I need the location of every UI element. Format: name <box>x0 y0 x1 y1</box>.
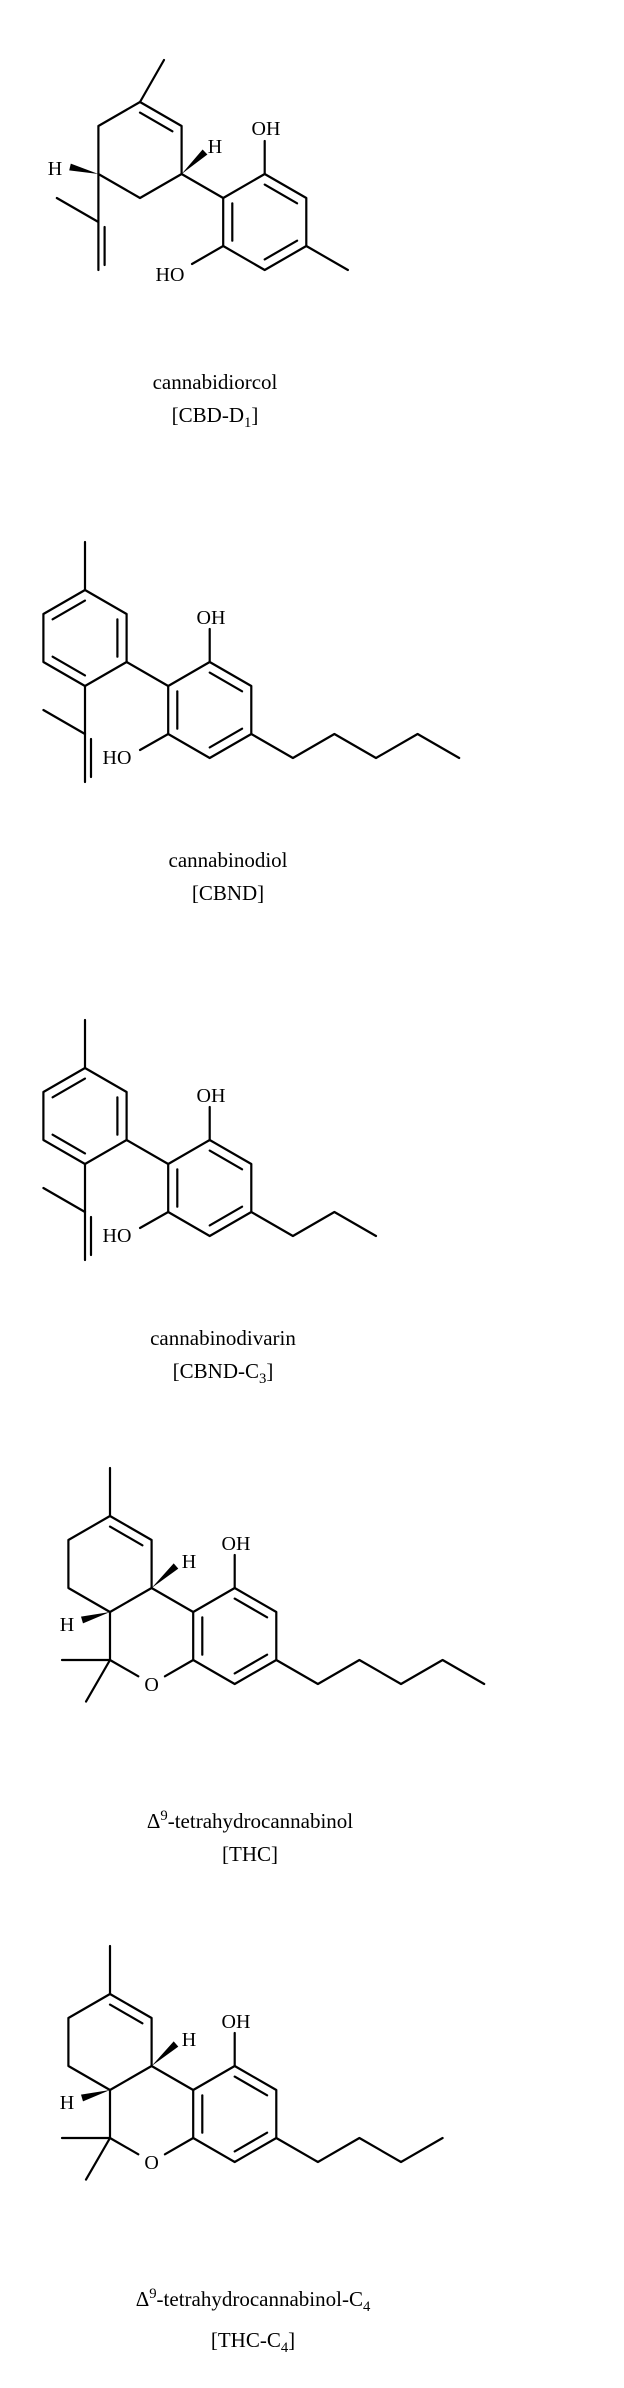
h-label: H <box>182 1551 196 1573</box>
compound-caption: cannabinodivarin [CBND-C3] <box>0 1322 446 1396</box>
compound-name: cannabinodivarin <box>150 1326 296 1350</box>
compound-caption: Δ9-tetrahydrocannabinol [THC] <box>0 1800 500 1871</box>
structure-thc: OH O H H <box>60 1466 486 1703</box>
compound-panel-thc: OH O H H Δ9-tetrahydrocannabinol [THC] <box>0 1434 624 1912</box>
compound-abbreviation: [THC] <box>222 1842 278 1866</box>
oh-label: OH <box>222 2011 251 2033</box>
wedge-bond <box>69 163 99 174</box>
atom-labels: OH HO <box>103 1085 226 1247</box>
oh-label: OH <box>222 1533 251 1555</box>
bond-lines <box>60 1944 444 2181</box>
compound-panel-thc-c4: OH O H H Δ9-tetrahydrocannabinol-C4 [THC… <box>0 1912 624 2388</box>
atom-labels: OH HO H H <box>48 118 281 286</box>
o-label: O <box>144 2152 158 2174</box>
oh-label: OH <box>252 118 281 140</box>
ho-label: HO <box>156 264 185 286</box>
compound-abbreviation: [THC-C4] <box>210 2328 296 2357</box>
bond-lines <box>42 540 461 784</box>
atom-labels: OH HO <box>103 607 226 769</box>
compound-panel-cannabinodivarin: OH HO cannabinodivarin [CBND-C3] <box>0 956 624 1434</box>
compound-caption: Δ9-tetrahydrocannabinol-C4 [THC-C4] <box>0 2278 506 2365</box>
compound-caption: cannabidiorcol [CBD-D1] <box>0 366 430 440</box>
wedge-bond <box>81 2090 110 2102</box>
compound-abbreviation: [CBD-D1] <box>171 403 259 432</box>
ho-label: HO <box>103 747 132 769</box>
structure-cannabinodiol: OH HO <box>42 540 461 784</box>
atom-labels: OH O H H <box>60 1533 251 1696</box>
compound-panel-cannabidiorcol: OH HO H H cannabidiorcol [CBD-D1] <box>0 0 624 478</box>
wedge-bond <box>81 1612 110 1624</box>
structure-cannabidiorcol: OH HO H H <box>48 58 349 286</box>
bond-lines <box>60 1466 486 1703</box>
compound-name: cannabinodiol <box>168 848 288 872</box>
stereo-wedge-bonds <box>81 2041 179 2102</box>
h-label: H <box>208 136 222 158</box>
o-label: O <box>144 1674 158 1696</box>
oh-label: OH <box>197 607 226 629</box>
compound-abbreviation: [CBND] <box>191 881 265 905</box>
compound-name: cannabidiorcol <box>152 370 278 394</box>
structure-thc-c4: OH O H H <box>60 1944 444 2181</box>
h-label: H <box>60 1614 74 1636</box>
wedge-bond <box>151 2041 179 2066</box>
bond-lines <box>55 58 349 272</box>
h-label: H <box>48 158 62 180</box>
h-label: H <box>182 2029 196 2051</box>
oh-label: OH <box>197 1085 226 1107</box>
wedge-bond <box>151 1563 179 1588</box>
compound-name: Δ9-tetrahydrocannabinol-C4 <box>135 2286 371 2316</box>
wedge-bond <box>181 149 208 174</box>
stereo-wedge-bonds <box>69 149 208 174</box>
compound-abbreviation: [CBND-C3] <box>172 1359 274 1388</box>
ho-label: HO <box>103 1225 132 1247</box>
atom-labels: OH O H H <box>60 2011 251 2174</box>
structure-cannabinodivarin: OH HO <box>42 1018 378 1262</box>
compound-name: Δ9-tetrahydrocannabinol <box>146 1808 354 1833</box>
compound-caption: cannabinodiol [CBND] <box>0 844 456 910</box>
h-label: H <box>60 2092 74 2114</box>
compound-panel-cannabinodiol: OH HO cannabinodiol [CBND] <box>0 478 624 956</box>
stereo-wedge-bonds <box>81 1563 179 1624</box>
bond-lines <box>42 1018 378 1262</box>
